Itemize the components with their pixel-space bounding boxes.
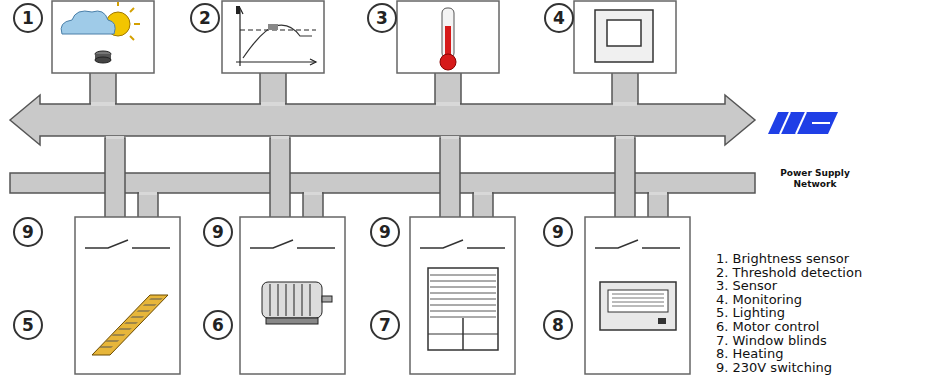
callout-number: 2	[199, 10, 211, 27]
legend-item: 5. Lighting	[716, 306, 785, 319]
callout-number: 7	[379, 317, 391, 334]
legend-item: 4. Monitoring	[716, 293, 802, 306]
callout-circle: 9	[370, 217, 400, 247]
callout-circle: 5	[13, 310, 43, 340]
callout-number: 9	[379, 224, 391, 241]
legend-item: 2. Threshold detection	[716, 266, 862, 279]
callout-number: 3	[376, 10, 388, 27]
callout-circle: 2	[190, 3, 220, 33]
legend-item: 9. 230V switching	[716, 361, 832, 374]
callout-number: 9	[552, 224, 564, 241]
legend-item: 8. Heating	[716, 347, 783, 360]
callout-circle: 9	[13, 217, 43, 247]
callout-circle: 9	[203, 217, 233, 247]
legend-item: 7. Window blinds	[716, 334, 827, 347]
callout-number: 9	[22, 224, 34, 241]
network-label: Power Supply Network	[765, 168, 865, 191]
callout-circle: 9	[543, 217, 573, 247]
callout-circle: 7	[370, 310, 400, 340]
callout-number: 5	[22, 317, 34, 334]
callout-number: 9	[212, 224, 224, 241]
legend-item: 1. Brightness sensor	[716, 252, 849, 265]
callout-number: 1	[22, 10, 34, 27]
callout-number: 8	[552, 317, 564, 334]
callout-number: 4	[553, 10, 565, 27]
callout-number: 6	[212, 317, 224, 334]
callout-circle: 1	[13, 3, 43, 33]
legend-item: 6. Motor control	[716, 320, 819, 333]
callout-circle: 4	[544, 3, 574, 33]
legend-item: 3. Sensor	[716, 279, 777, 292]
callout-circle: 8	[543, 310, 573, 340]
callout-circle: 3	[367, 3, 397, 33]
callout-circle: 6	[203, 310, 233, 340]
